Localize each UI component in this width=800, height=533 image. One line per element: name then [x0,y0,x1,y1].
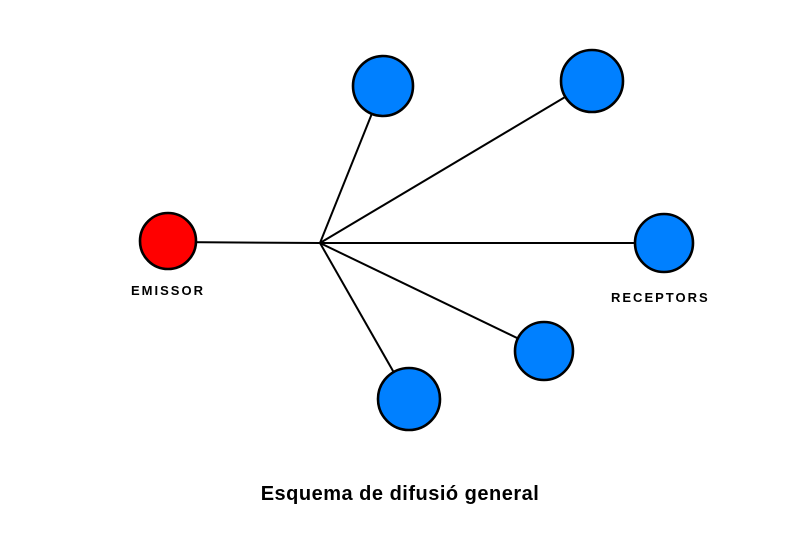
receptor-node-3 [633,212,695,274]
diagram-caption: Esquema de difusió general [260,483,540,505]
receptor-node-1 [351,54,415,118]
emitter-node [138,211,198,271]
receptor-node-2 [559,48,625,114]
receptor-node-4 [513,320,575,382]
emitter-label: EMISSOR [131,283,205,298]
receptors-label: RECEPTORS [611,290,710,305]
connection-lines [167,80,664,400]
receptor-node-5 [376,366,442,432]
connection-line-receptor-2 [319,80,593,244]
connection-line-receptor-4 [319,242,545,352]
